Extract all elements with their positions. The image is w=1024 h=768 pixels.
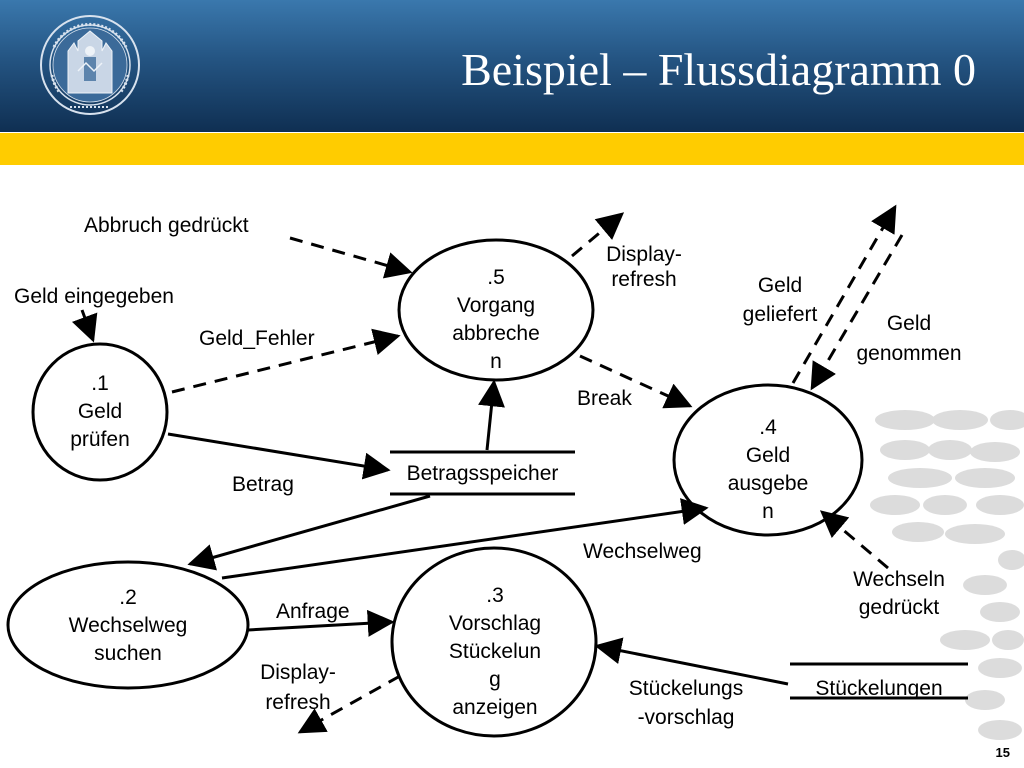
label-stueckelungsvorschlag: Stückelungs -vorschlag	[628, 677, 744, 729]
process-3-label: .3 Vorschlag Stückelun g anzeigen	[448, 584, 542, 719]
flow-anfrage	[247, 609, 395, 637]
label-display-refresh-top: Display- refresh	[606, 243, 682, 291]
store-betragsspeicher-lines	[390, 450, 575, 496]
store-betragsspeicher-label: Betragsspeicher	[406, 462, 559, 485]
flow-geld-eingegeben	[71, 309, 98, 343]
label-geld-fehler: Geld_Fehler	[199, 327, 315, 350]
university-seal-logo	[40, 15, 140, 115]
slide-header	[0, 0, 1024, 132]
flow-display-refresh-top	[571, 212, 625, 258]
flow-geld-fehler	[171, 328, 401, 394]
flow-abbruch-gedrueckt	[289, 236, 413, 279]
label-geld-genommen: Geld genommen	[856, 312, 962, 365]
process-2-ellipse	[6, 560, 250, 690]
label-abbruch-gedrueckt: Abbruch gedrückt	[84, 214, 249, 237]
flow-display-refresh-bottom	[297, 674, 401, 734]
label-wechselweg: Wechselweg	[583, 540, 702, 563]
flow-store-to-p5	[478, 379, 505, 451]
flow-geld-geliefert	[791, 204, 897, 384]
flow-betrag	[167, 432, 391, 480]
flow-wechseln-gedrueckt	[819, 510, 889, 570]
store-stueckelungen-lines	[790, 662, 968, 700]
flow-store-to-p2	[187, 494, 431, 571]
label-betrag: Betrag	[232, 473, 294, 496]
store-stueckelungen-label: Stückelungen	[815, 677, 943, 700]
header-accent-bar	[0, 133, 1024, 165]
flow-break	[579, 354, 693, 409]
label-anfrage: Anfrage	[276, 600, 350, 623]
process-5-label: .5 Vorgang abbreche n	[452, 266, 540, 373]
process-2-label: .2 Wechselweg suchen	[68, 586, 188, 665]
process-1-label: .1 Geld prüfen	[70, 372, 130, 451]
process-4-ellipse	[672, 383, 864, 537]
label-geld-geliefert: Geld geliefert	[742, 274, 818, 326]
slide-title: Beispiel – Flussdiagramm 0	[461, 44, 976, 95]
process-4-label: .4 Geld ausgebe n	[727, 416, 809, 523]
label-display-refresh-bottom: Display- refresh	[260, 661, 336, 714]
page-number: 15	[995, 745, 1010, 760]
process-1-ellipse	[31, 342, 169, 482]
flow-wechselweg	[221, 498, 709, 580]
flow-stueckelungsvorschlag	[594, 637, 789, 686]
flow-geld-genommen	[810, 234, 904, 391]
label-geld-eingegeben: Geld eingegeben	[14, 285, 174, 308]
label-wechseln-gedrueckt: Wechseln gedrückt	[853, 568, 945, 619]
label-break: Break	[577, 387, 632, 410]
